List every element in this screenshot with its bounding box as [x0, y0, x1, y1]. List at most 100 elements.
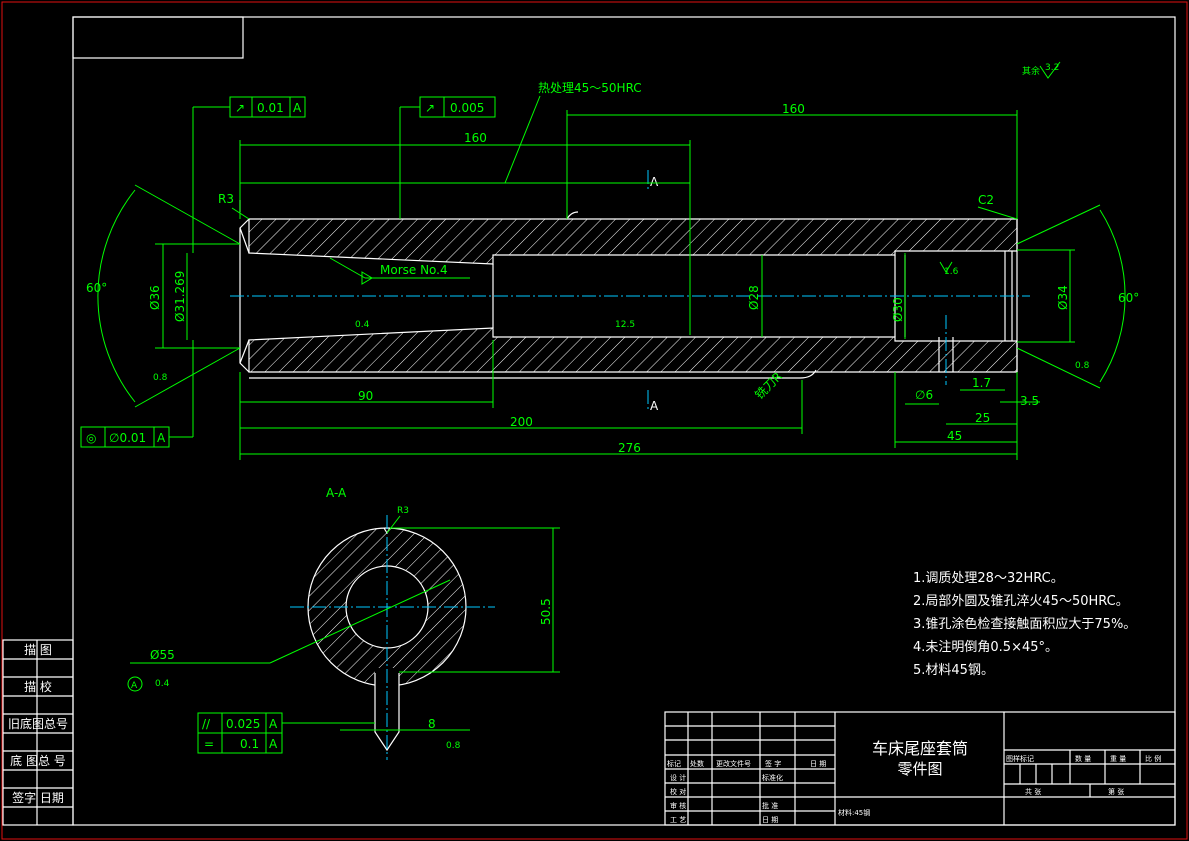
dim-50-5: 50.5 [539, 598, 553, 625]
tolerance-frame-top: ↗ 0.01 A [192, 96, 306, 253]
chamfer-c2: C2 [978, 193, 994, 207]
tb-header-1: 处数 [690, 759, 704, 768]
dim-hole-6: ∅6 [915, 388, 933, 402]
tb-right-0: 图样标记 [1006, 754, 1034, 763]
tb-row0-0: 设 计 [670, 773, 686, 782]
tb-right-3: 比 例 [1145, 754, 1161, 763]
concentric-value: ∅0.01 [109, 431, 146, 445]
symmetry-value: 0.1 [240, 737, 259, 751]
runout-symbol-mid: ↗ [425, 101, 435, 115]
tb-sheet-0: 共 张 [1025, 787, 1041, 796]
top-keyway-end [566, 211, 579, 220]
concentric-datum: A [157, 431, 166, 445]
tolerance-frame-concentric: ◎ ∅0.01 A [80, 340, 194, 448]
ra-12-5: 12.5 [615, 320, 635, 330]
ra-other-label: 其余 [1022, 65, 1040, 77]
tb-header-2: 更改文件号 [716, 759, 751, 768]
note-5: 5.材料45钢。 [913, 663, 994, 678]
tb-row3-2: 日 期 [762, 816, 778, 824]
note-3: 3.锥孔涂色检查接触面积应大于75%。 [913, 616, 1136, 632]
tb-row3-0: 工 艺 [670, 816, 686, 824]
dim-angle-right: 60° [1118, 291, 1139, 305]
ra-1-6: 1.6 [944, 267, 959, 277]
ra-0-4-section: 0.4 [155, 679, 170, 689]
dim-276: 276 [618, 441, 641, 455]
dim-200: 200 [510, 415, 533, 429]
dim-8: 8 [428, 717, 436, 731]
chamfer-r3: R3 [218, 192, 234, 206]
material-label: 材料:45钢 [838, 808, 870, 817]
parallel-datum: A [269, 717, 278, 731]
note-2: 2.局部外圆及锥孔淬火45～50HRC。 [913, 594, 1129, 609]
symmetry-symbol: = [204, 737, 214, 751]
side-label-0: 描 图 [24, 643, 52, 657]
runout-symbol-top: ↗ [235, 101, 245, 115]
code-box [72, 16, 244, 59]
sheet-inner-frame [72, 16, 1176, 826]
dim-45: 45 [947, 429, 962, 443]
tb-header-3: 签 字 [765, 759, 781, 768]
dim-dia30: Ø30 [891, 297, 905, 322]
parallel-value: 0.025 [226, 717, 260, 731]
note-4: 4.未注明倒角0.5×45°。 [913, 640, 1058, 655]
bottom-slot [249, 369, 817, 379]
ra-other-value: 3.2 [1045, 63, 1059, 73]
title-line-1: 车床尾座套筒 [872, 739, 968, 758]
parallel-symbol: // [202, 717, 211, 731]
technical-notes: 1.调质处理28～32HRC。 2.局部外圆及锥孔淬火45～50HRC。 3.锥… [913, 571, 1136, 678]
tb-row2-2: 批 准 [762, 801, 778, 810]
ra-0-8-left: 0.8 [153, 373, 168, 383]
dim-3-5: 3.5 [1020, 394, 1039, 408]
main-view: A A [230, 170, 1030, 413]
tb-sheet-1: 第 张 [1108, 787, 1124, 796]
tb-row1-0: 校 对 [670, 787, 686, 796]
symmetry-datum: A [269, 737, 278, 751]
main-dimensions: 160 160 90 200 276 45 25 1.7 3.5 ∅ [86, 61, 1139, 460]
side-label-4: 签字 日期 [12, 790, 64, 805]
runout-value-mid: 0.005 [450, 101, 484, 115]
title-line-2: 零件图 [897, 760, 942, 778]
dim-dia55: Ø55 [150, 648, 175, 662]
section-radius: R3 [397, 506, 409, 516]
runout-datum-top: A [293, 101, 302, 115]
ra-0-8-right: 0.8 [1075, 361, 1090, 371]
tolerance-frame-mid: ↗ 0.005 [399, 96, 496, 219]
tb-row2-0: 审 核 [670, 801, 686, 810]
dim-dia34: Ø34 [1056, 285, 1070, 310]
dim-160-left: 160 [464, 131, 487, 145]
tb-header-4: 日 期 [810, 760, 826, 768]
tb-right-2: 重 量 [1110, 755, 1126, 763]
concentric-symbol: ◎ [86, 431, 96, 445]
side-block: 描 图 描 校 旧底图总号 底 图总 号 签字 日期 [2, 639, 74, 826]
dim-90: 90 [358, 389, 373, 403]
dim-1-7: 1.7 [972, 376, 991, 390]
lower-wall [248, 327, 1018, 373]
section-mark-top: A [650, 175, 659, 189]
keyway-cutter-label: 铣刀R [752, 369, 785, 402]
dim-dia36: Ø36 [148, 285, 162, 310]
section-label: A-A [326, 486, 347, 500]
dim-160-right: 160 [782, 102, 805, 116]
side-label-3: 底 图总 号 [10, 753, 66, 768]
tb-header-0: 标记 [667, 759, 681, 768]
ra-0-4: 0.4 [355, 320, 370, 330]
side-label-1: 描 校 [24, 679, 52, 694]
datum-a: A [131, 681, 138, 691]
section-view: A-A R3 50.5 Ø55 A 0.4 8 0.8 // [127, 486, 560, 760]
ra-0-8-section: 0.8 [446, 741, 461, 751]
dim-dia31: Ø31.269 [173, 271, 187, 322]
note-1: 1.调质处理28～32HRC。 [913, 571, 1064, 586]
runout-value-top: 0.01 [257, 101, 284, 115]
dim-dia28: Ø28 [747, 285, 761, 310]
morse-label: Morse No.4 [380, 263, 448, 277]
side-label-2: 旧底图总号 [8, 716, 68, 731]
title-block: 标记 处数 更改文件号 签 字 日 期 设 计 标准化 校 对 审 核 批 准 … [664, 711, 1176, 826]
heat-treat-label: 热处理45～50HRC [538, 81, 642, 95]
dim-25: 25 [975, 411, 990, 425]
section-mark-bottom: A [650, 399, 659, 413]
upper-wall [248, 218, 1018, 265]
tb-right-1: 数 量 [1075, 754, 1091, 763]
tb-row0-2: 标准化 [762, 773, 783, 782]
